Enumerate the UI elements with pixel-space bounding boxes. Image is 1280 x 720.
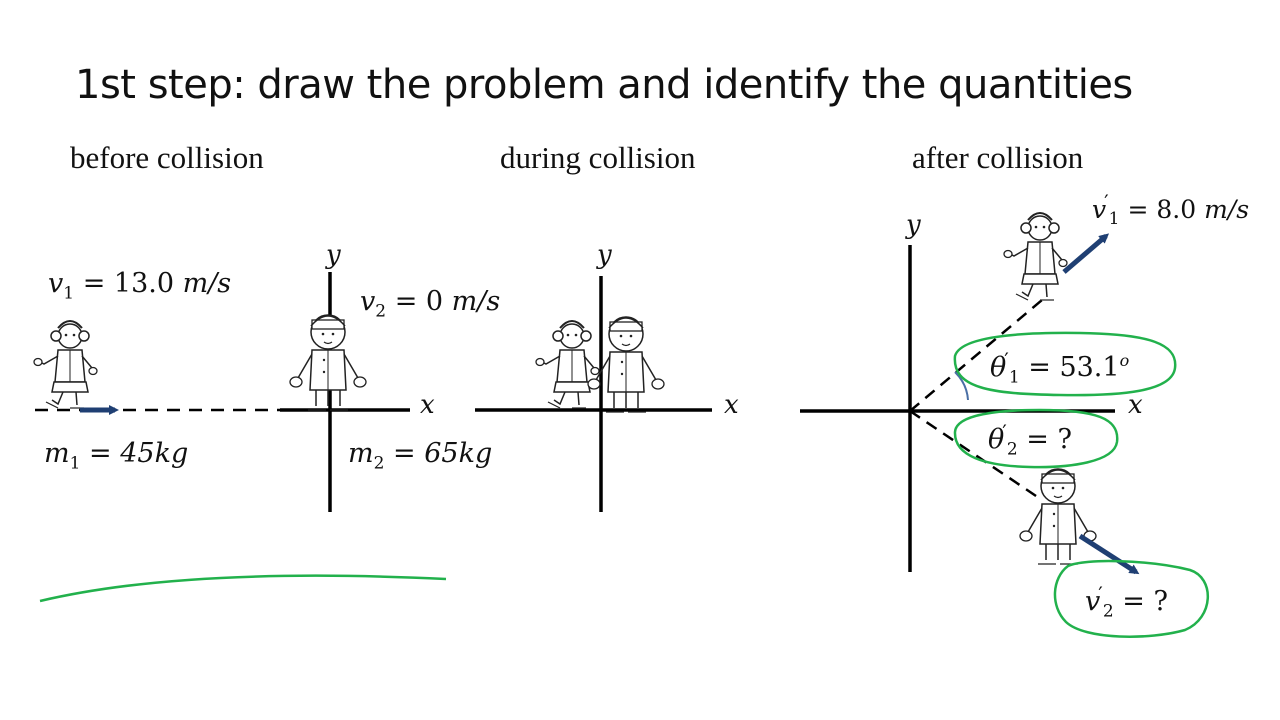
theta1-angle-arc bbox=[954, 371, 969, 401]
during-y-label: y bbox=[597, 240, 612, 270]
girl-direction-dashed-line bbox=[909, 299, 1043, 412]
v2-prime-highlight-circle bbox=[1053, 559, 1209, 638]
after-y-label: y bbox=[906, 210, 921, 240]
v2-prime-arrow bbox=[1078, 533, 1140, 575]
boy-skater-after bbox=[1019, 468, 1097, 565]
section-before-collision: before collision bbox=[70, 140, 264, 175]
green-underline-stroke bbox=[39, 574, 447, 603]
theta1-highlight-circle bbox=[953, 331, 1177, 397]
v1-initial-label: v1 = 13.0 m/s bbox=[48, 268, 232, 304]
v2-initial-label: v2 = 0 m/s bbox=[360, 286, 501, 322]
v2-final-label: v′2 = ? bbox=[1085, 582, 1168, 622]
m2-mass-label: m2 = 65kg bbox=[348, 438, 493, 474]
girl-skater-before bbox=[33, 320, 98, 409]
boy-skater-before bbox=[289, 314, 367, 411]
section-after-collision: after collision bbox=[912, 140, 1084, 175]
theta2-highlight-circle bbox=[953, 408, 1119, 469]
theta2-final-label: θ′2 = ? bbox=[988, 420, 1072, 460]
section-during-collision: during collision bbox=[500, 140, 696, 175]
girl-skater-during bbox=[535, 320, 600, 409]
girl-skater-after bbox=[1003, 212, 1068, 301]
after-x-label: x bbox=[1128, 390, 1143, 420]
before-x-label: x bbox=[420, 390, 435, 420]
page-title: 1st step: draw the problem and identify … bbox=[75, 62, 1133, 108]
boy-direction-dashed-line bbox=[909, 409, 1043, 502]
before-y-label: y bbox=[326, 240, 341, 270]
during-x-label: x bbox=[724, 390, 739, 420]
m1-mass-label: m1 = 45kg bbox=[44, 438, 189, 474]
v1-final-label: v′1 = 8.0 m/s bbox=[1092, 190, 1250, 229]
theta1-final-label: θ′1 = 53.1o bbox=[990, 348, 1130, 388]
v1-prime-arrow bbox=[1062, 233, 1110, 274]
